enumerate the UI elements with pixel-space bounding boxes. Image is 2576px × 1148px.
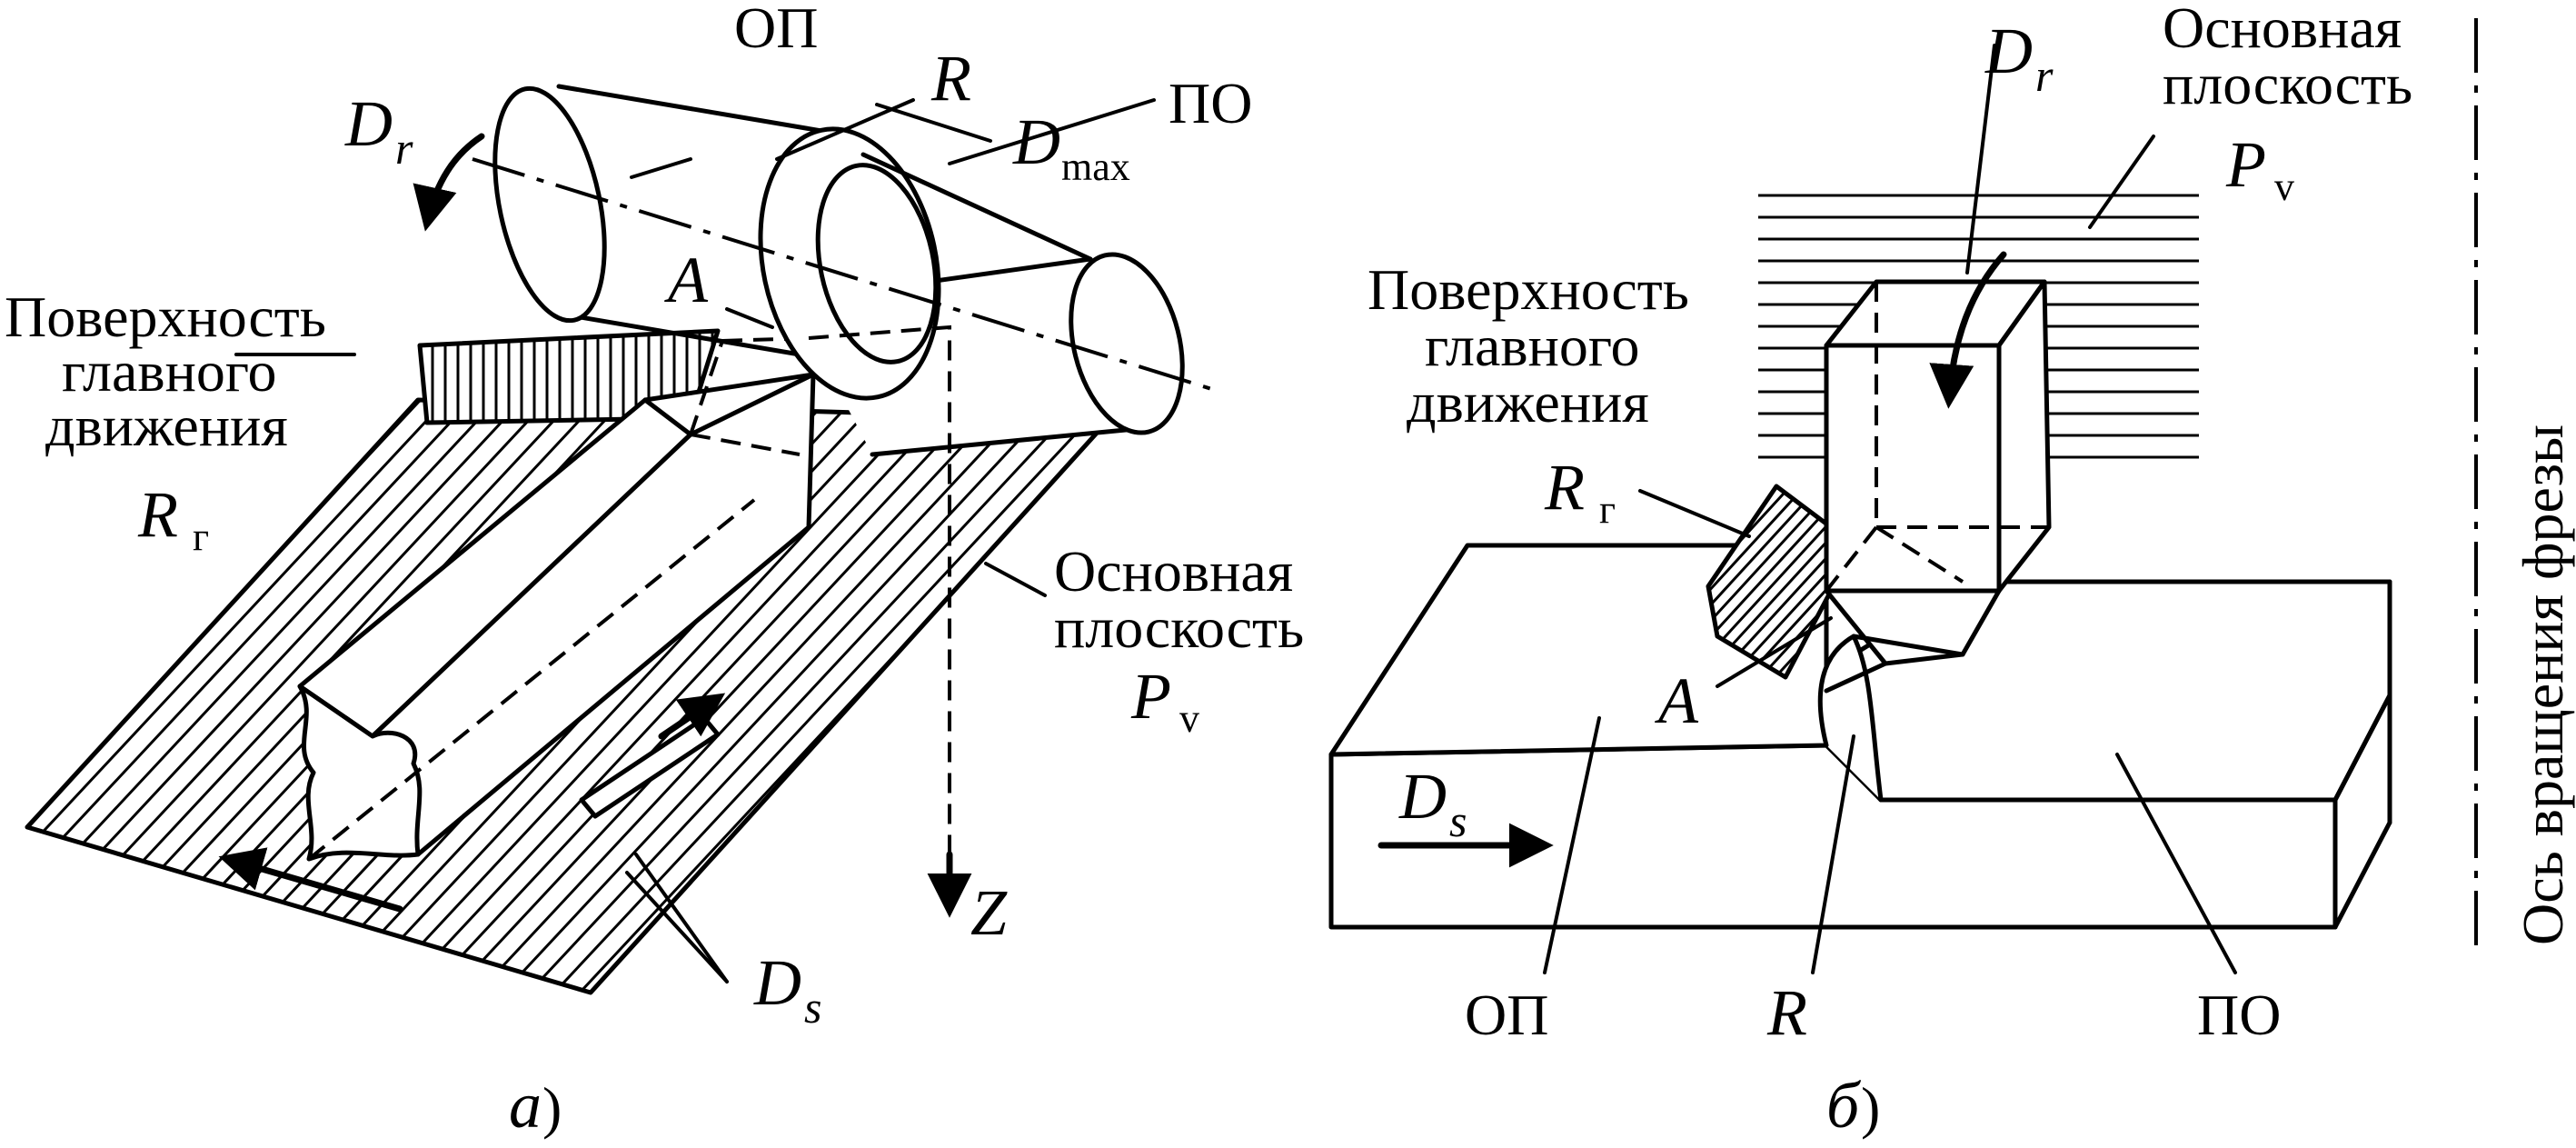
svg-text:R: R [1544, 451, 1585, 524]
svg-text:): ) [1861, 1075, 1880, 1140]
svg-text:s: s [1449, 795, 1467, 846]
svg-text:а: а [509, 1069, 542, 1142]
svg-text:движения: движения [45, 394, 288, 458]
svg-text:плоскость: плоскость [1054, 595, 1304, 660]
label-basic-plane-b: Основная плоскость P v [2163, 0, 2412, 209]
svg-text:главного: главного [62, 339, 276, 404]
svg-text:Основная: Основная [1054, 539, 1293, 604]
label-point-a-b: A [1655, 664, 1699, 737]
svg-text:v: v [1179, 696, 1199, 741]
svg-text:D: D [1984, 15, 2033, 87]
hatch-line [27, 400, 507, 993]
panel-b: D r Основная плоскость P v Поверхность г… [1328, 0, 2575, 1142]
hatch-line [1717, 486, 1831, 677]
label-po-a: ПО [1169, 71, 1252, 135]
svg-text:плоскость: плоскость [2163, 52, 2412, 116]
feed-arrow-a-1 [218, 847, 403, 913]
label-op-a: ОП [734, 0, 818, 60]
svg-text:б: б [1826, 1069, 1862, 1142]
workpiece-block-b [1328, 543, 2392, 930]
label-r-b: R [1766, 976, 1807, 1049]
label-point-a-a: A [664, 244, 709, 316]
hatch-line [1708, 486, 1805, 677]
label-surface-b: Поверхность главного движения R г [1368, 257, 1689, 532]
svg-text:max: max [1061, 145, 1130, 189]
rotation-arrow-a [413, 133, 485, 232]
svg-text:г: г [193, 514, 209, 559]
label-dr-a: D r [344, 87, 413, 174]
rotation-arrow-b [1929, 251, 2007, 409]
svg-text:D: D [344, 87, 393, 160]
workpiece-bar-a [297, 336, 816, 862]
hatch-line [453, 400, 1092, 993]
svg-text:г: г [1599, 487, 1616, 532]
label-dmax-a: D max [1012, 105, 1130, 189]
hatch-line [325, 400, 965, 993]
hatch-line [300, 400, 940, 993]
hatch-line [478, 400, 1109, 993]
hatch-line [427, 400, 1067, 993]
hatch-line [27, 400, 558, 993]
svg-text:r: r [2035, 50, 2054, 101]
hatch-line [1708, 486, 1831, 677]
hatch-line [1746, 486, 1831, 677]
label-axis-b: Ось вращения фрезы [2511, 424, 2575, 945]
label-ds-a: D s [753, 946, 821, 1033]
label-po-b: ПО [2197, 983, 2281, 1047]
hatch-line [351, 400, 990, 993]
label-ds-b: D s [1398, 760, 1467, 846]
hatch-line [503, 400, 1109, 993]
svg-text:r: r [395, 123, 413, 174]
svg-text:D: D [753, 946, 801, 1019]
label-op-b: ОП [1465, 983, 1548, 1047]
cutter-axis-a [472, 157, 1218, 393]
svg-text:D: D [1012, 105, 1060, 178]
svg-text:v: v [2274, 165, 2294, 209]
hatch-line [27, 400, 532, 993]
label-z: Z [970, 876, 1008, 949]
svg-text:): ) [542, 1075, 562, 1140]
label-basic-plane-a: Основная плоскость P v [1054, 539, 1304, 741]
caption-a: а ) [509, 1069, 562, 1142]
z-axis-dashed [808, 324, 951, 904]
svg-text:Поверхность: Поверхность [5, 285, 326, 349]
svg-text:s: s [804, 982, 821, 1033]
label-dr-b: D r [1984, 15, 2054, 101]
svg-text:P: P [1130, 660, 1171, 733]
svg-text:главного: главного [1425, 314, 1639, 378]
cutter-a [492, 84, 1185, 457]
svg-text:движения: движения [1407, 370, 1649, 434]
svg-text:Основная: Основная [2163, 0, 2402, 60]
svg-text:P: P [2225, 128, 2266, 201]
label-r-a: R [930, 42, 971, 115]
label-surface-a: Поверхность главного движения R г [5, 285, 326, 559]
svg-text:Поверхность: Поверхность [1368, 257, 1689, 322]
hatch-line [27, 400, 482, 993]
svg-text:R: R [137, 478, 178, 551]
caption-b: б ) [1826, 1069, 1880, 1142]
svg-text:D: D [1398, 760, 1447, 833]
hatch-line [1708, 486, 1819, 677]
